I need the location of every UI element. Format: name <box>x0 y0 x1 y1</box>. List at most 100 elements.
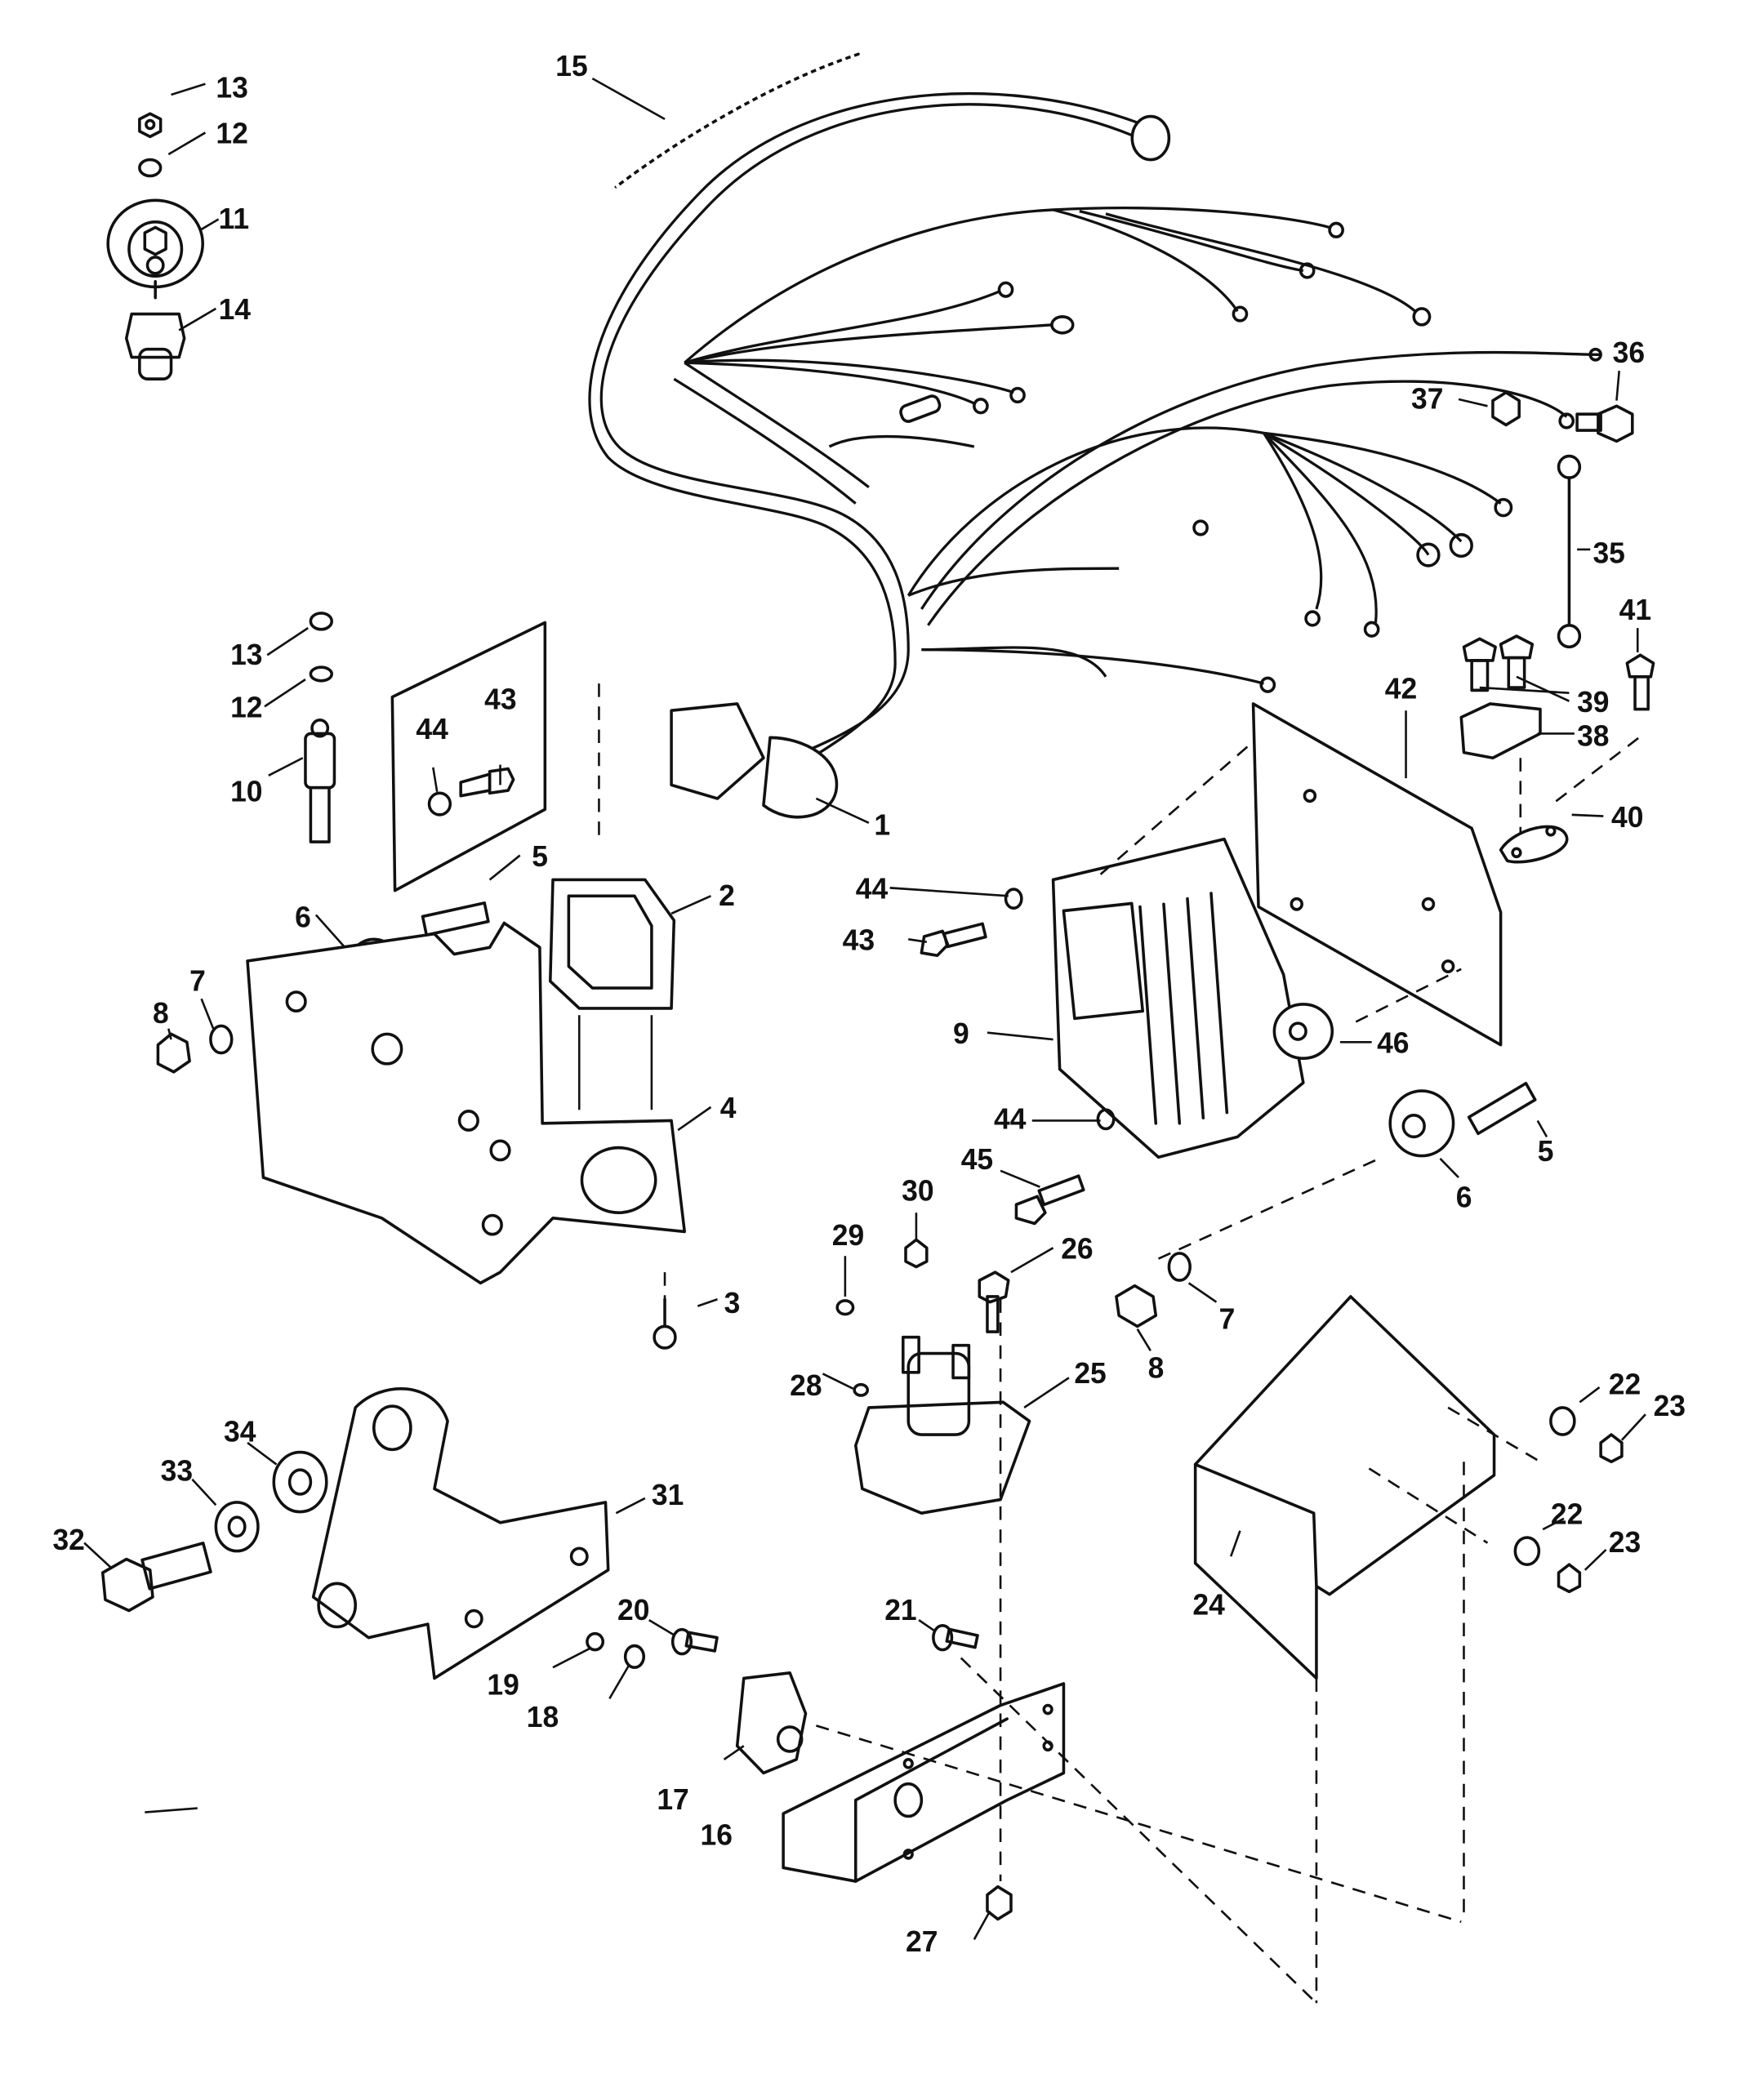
bolt-36 <box>1575 404 1634 443</box>
callout-26: 26 <box>1061 1231 1093 1266</box>
mount-46 <box>1272 1003 1334 1061</box>
callout-25: 25 <box>1074 1356 1106 1391</box>
callout-34: 34 <box>224 1414 256 1448</box>
leader-lines <box>83 77 1646 1940</box>
callout-44-lower: 44 <box>994 1101 1026 1136</box>
nut-8-left <box>156 1032 191 1074</box>
callout-28: 28 <box>790 1368 822 1403</box>
nut-28 <box>853 1382 870 1397</box>
washer-7-left <box>209 1024 234 1055</box>
callout-5-right: 5 <box>1538 1134 1554 1168</box>
alignment-lines-module <box>1099 741 1462 1260</box>
bolt-32 <box>100 1542 212 1613</box>
callout-4: 4 <box>720 1091 737 1125</box>
nut-29 <box>835 1299 855 1316</box>
callout-32: 32 <box>52 1522 84 1556</box>
bolt-26 <box>978 1270 1010 1333</box>
ground-strap-35 <box>1557 454 1582 649</box>
washer-12-mid <box>309 665 333 683</box>
nut-13-mid <box>309 612 333 631</box>
screws-39 <box>1462 634 1535 692</box>
gasket-2 <box>549 878 676 1010</box>
callout-12-top: 12 <box>216 116 247 150</box>
callout-30: 30 <box>902 1173 933 1208</box>
callout-12-mid: 12 <box>230 690 262 724</box>
callout-43-right: 43 <box>843 923 875 957</box>
solenoid-25 <box>853 1335 1031 1515</box>
washer-22-upper <box>1549 1406 1576 1436</box>
callout-20: 20 <box>617 1593 649 1627</box>
nut-30 <box>904 1238 929 1269</box>
stud-5-left <box>421 901 490 937</box>
callout-6-right: 6 <box>1456 1180 1472 1214</box>
nut-8-right <box>1115 1284 1158 1328</box>
nut-27 <box>986 1885 1013 1921</box>
block-38 <box>1459 702 1542 760</box>
callout-44-inset: 44 <box>416 712 448 746</box>
callout-38: 38 <box>1577 719 1609 753</box>
screw-3 <box>653 1297 677 1350</box>
screw-20 <box>670 1627 719 1656</box>
callout-33: 33 <box>161 1453 193 1488</box>
callout-14: 14 <box>219 292 251 327</box>
callout-31: 31 <box>652 1478 684 1512</box>
callout-36: 36 <box>1613 336 1645 370</box>
callout-7-right: 7 <box>1219 1302 1236 1336</box>
screw-21 <box>932 1623 979 1652</box>
washer-44-inset <box>427 791 452 817</box>
alignment-lines-38-40 <box>1519 736 1640 833</box>
cover-24 <box>1193 1295 1541 2004</box>
callout-23-lower: 23 <box>1609 1525 1641 1560</box>
callout-37: 37 <box>1411 381 1443 416</box>
callout-39: 39 <box>1577 684 1609 719</box>
callout-35: 35 <box>1592 536 1624 570</box>
callout-16: 16 <box>701 1818 733 1852</box>
washer-22-lower <box>1513 1536 1541 1566</box>
callout-8-right: 8 <box>1148 1351 1165 1385</box>
washer-34 <box>272 1450 328 1514</box>
washer-44-upper <box>1004 888 1023 910</box>
screw-43-inset <box>459 767 515 798</box>
wiring-harness-1 <box>588 92 1602 819</box>
sender-11 <box>106 198 205 300</box>
nut-37 <box>1491 390 1521 427</box>
sender-10 <box>304 719 336 843</box>
callout-2: 2 <box>719 878 735 912</box>
plate-40 <box>1499 825 1569 864</box>
callout-3: 3 <box>724 1285 741 1319</box>
callout-44-upper: 44 <box>856 871 888 906</box>
callout-13-top: 13 <box>216 70 247 105</box>
relay-17 <box>735 1671 808 1775</box>
callout-8-left: 8 <box>153 996 169 1030</box>
callout-17: 17 <box>657 1782 688 1817</box>
callout-42: 42 <box>1385 671 1417 705</box>
bracket-16 <box>782 1299 1462 2005</box>
lockwasher-33 <box>214 1501 260 1553</box>
callout-13-mid: 13 <box>230 637 262 671</box>
screw-45 <box>1014 1174 1085 1226</box>
callout-7-left: 7 <box>189 963 206 998</box>
callout-15: 15 <box>555 48 587 82</box>
washer-18 <box>623 1644 646 1669</box>
callout-22-upper: 22 <box>1609 1367 1641 1401</box>
callout-40: 40 <box>1611 799 1643 834</box>
bracket-4 <box>246 921 686 1285</box>
callout-21: 21 <box>884 1593 916 1627</box>
ignition-module-9 <box>1051 837 1305 1159</box>
convoluted-tubing-15 <box>612 47 861 194</box>
callout-10: 10 <box>230 774 262 808</box>
callout-11: 11 <box>219 202 249 236</box>
callout-23-upper: 23 <box>1654 1388 1686 1422</box>
callout-27: 27 <box>906 1925 938 1959</box>
callout-24: 24 <box>1192 1587 1224 1622</box>
nut-23-upper <box>1599 1433 1624 1464</box>
callout-43-inset: 43 <box>484 682 516 716</box>
washer-12-top <box>138 158 163 178</box>
callout-1: 1 <box>874 808 890 842</box>
screw-41 <box>1625 653 1655 711</box>
washer-7-right <box>1167 1252 1192 1282</box>
callout-41: 41 <box>1619 593 1651 627</box>
screw-43-right <box>920 922 987 958</box>
nut-23-lower <box>1557 1563 1582 1594</box>
